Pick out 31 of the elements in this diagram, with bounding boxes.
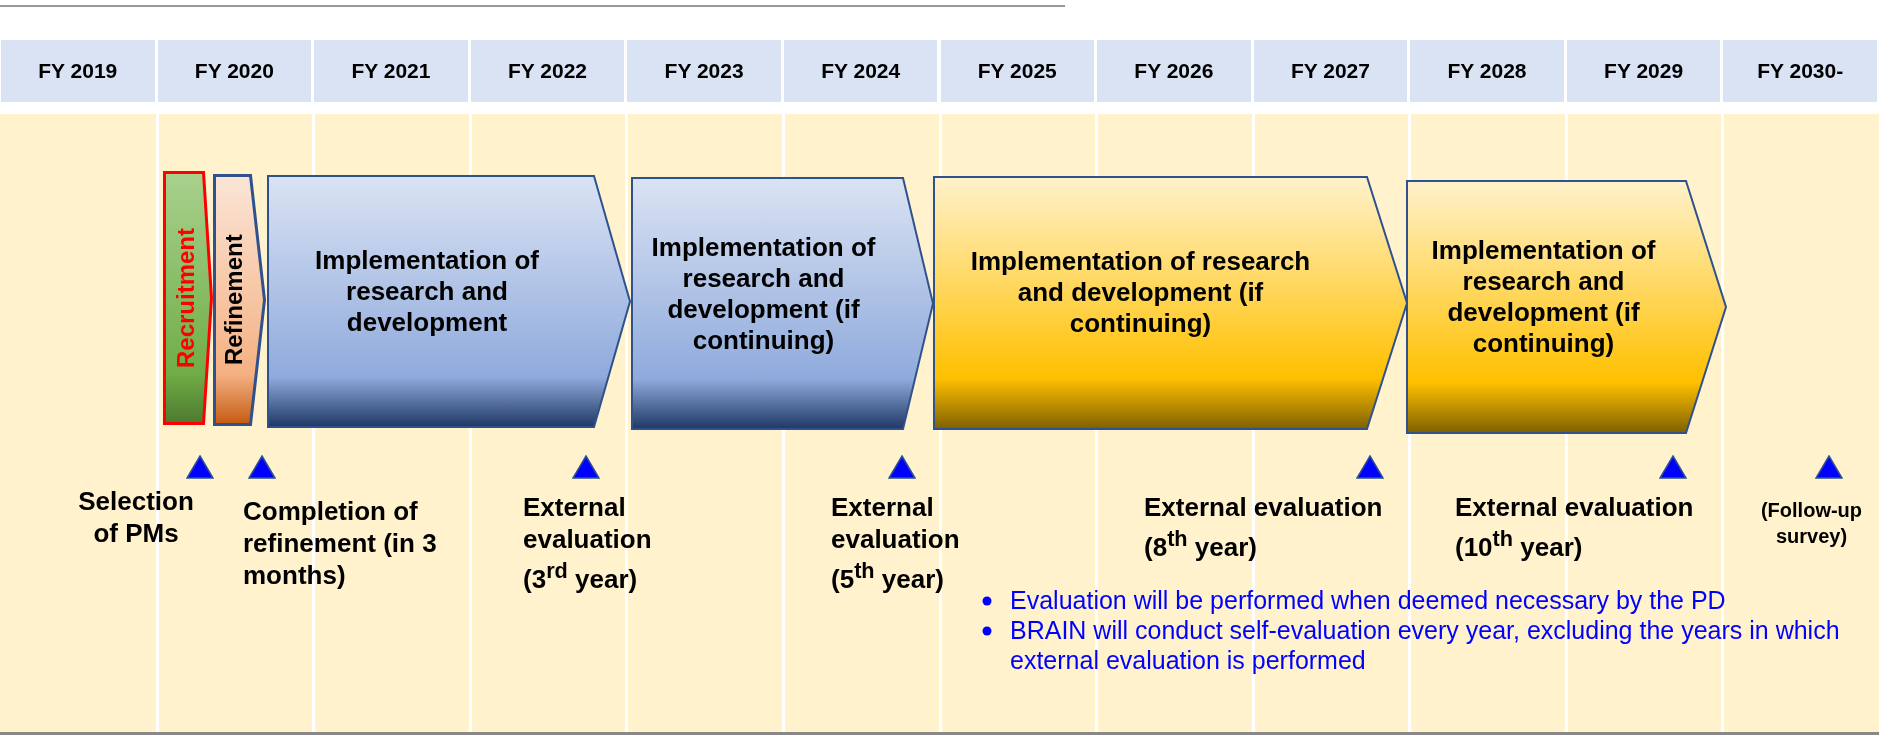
year-header: FY 2020 (157, 40, 312, 102)
phase-banner (933, 176, 1408, 430)
phase-label: Implementation of research and development (if continuing) (969, 246, 1312, 339)
year-header: FY 2027 (1253, 40, 1408, 102)
year-header: FY 2019 (1, 40, 155, 102)
note-text: BRAIN will conduct self-evaluation every year, excluding the years in which external evaluation is performed (1010, 616, 1840, 674)
year-header: FY 2028 (1410, 40, 1564, 102)
phase-label: Implementation of research and development (314, 245, 540, 338)
year-header: FY 2029 (1566, 40, 1721, 102)
phase-banner (1406, 180, 1727, 434)
year-header: FY 2024 (783, 40, 938, 102)
year-header: FY 2025 (940, 40, 1095, 102)
phase-banner (631, 177, 934, 430)
milestone-label: External evaluation (10$^{th}$ year) (1455, 491, 1695, 563)
milestone-label: External evaluation (5$^{th}$ year) (831, 491, 961, 595)
phase-label: Implementation of research and development (if continuing) (650, 232, 877, 356)
year-header: FY 2021 (314, 40, 468, 102)
milestone-label: External evaluation (3$^{rd}$ year) (523, 491, 653, 595)
year-header: FY 2022 (470, 40, 625, 102)
note-text: Evaluation will be performed when deemed necessary by the PD (1010, 586, 1726, 614)
phase-label: Recruitment (171, 227, 200, 370)
phase-banner (163, 171, 213, 425)
year-header: FY 2030- (1723, 40, 1877, 102)
milestone-label: Completion of refinement (in 3 months) (243, 495, 438, 591)
milestone-label: Selection of PMs (77, 485, 195, 549)
milestone-label: External evaluation (8$^{th}$ year) (1144, 491, 1384, 563)
year-header: FY 2026 (1097, 40, 1251, 102)
milestone-label: (Follow-up survey) (1759, 498, 1864, 549)
year-header: FY 2023 (627, 40, 781, 102)
phase-label: Refinement (219, 233, 248, 368)
phase-label: Implementation of research and development (if continuing) (1430, 235, 1657, 359)
